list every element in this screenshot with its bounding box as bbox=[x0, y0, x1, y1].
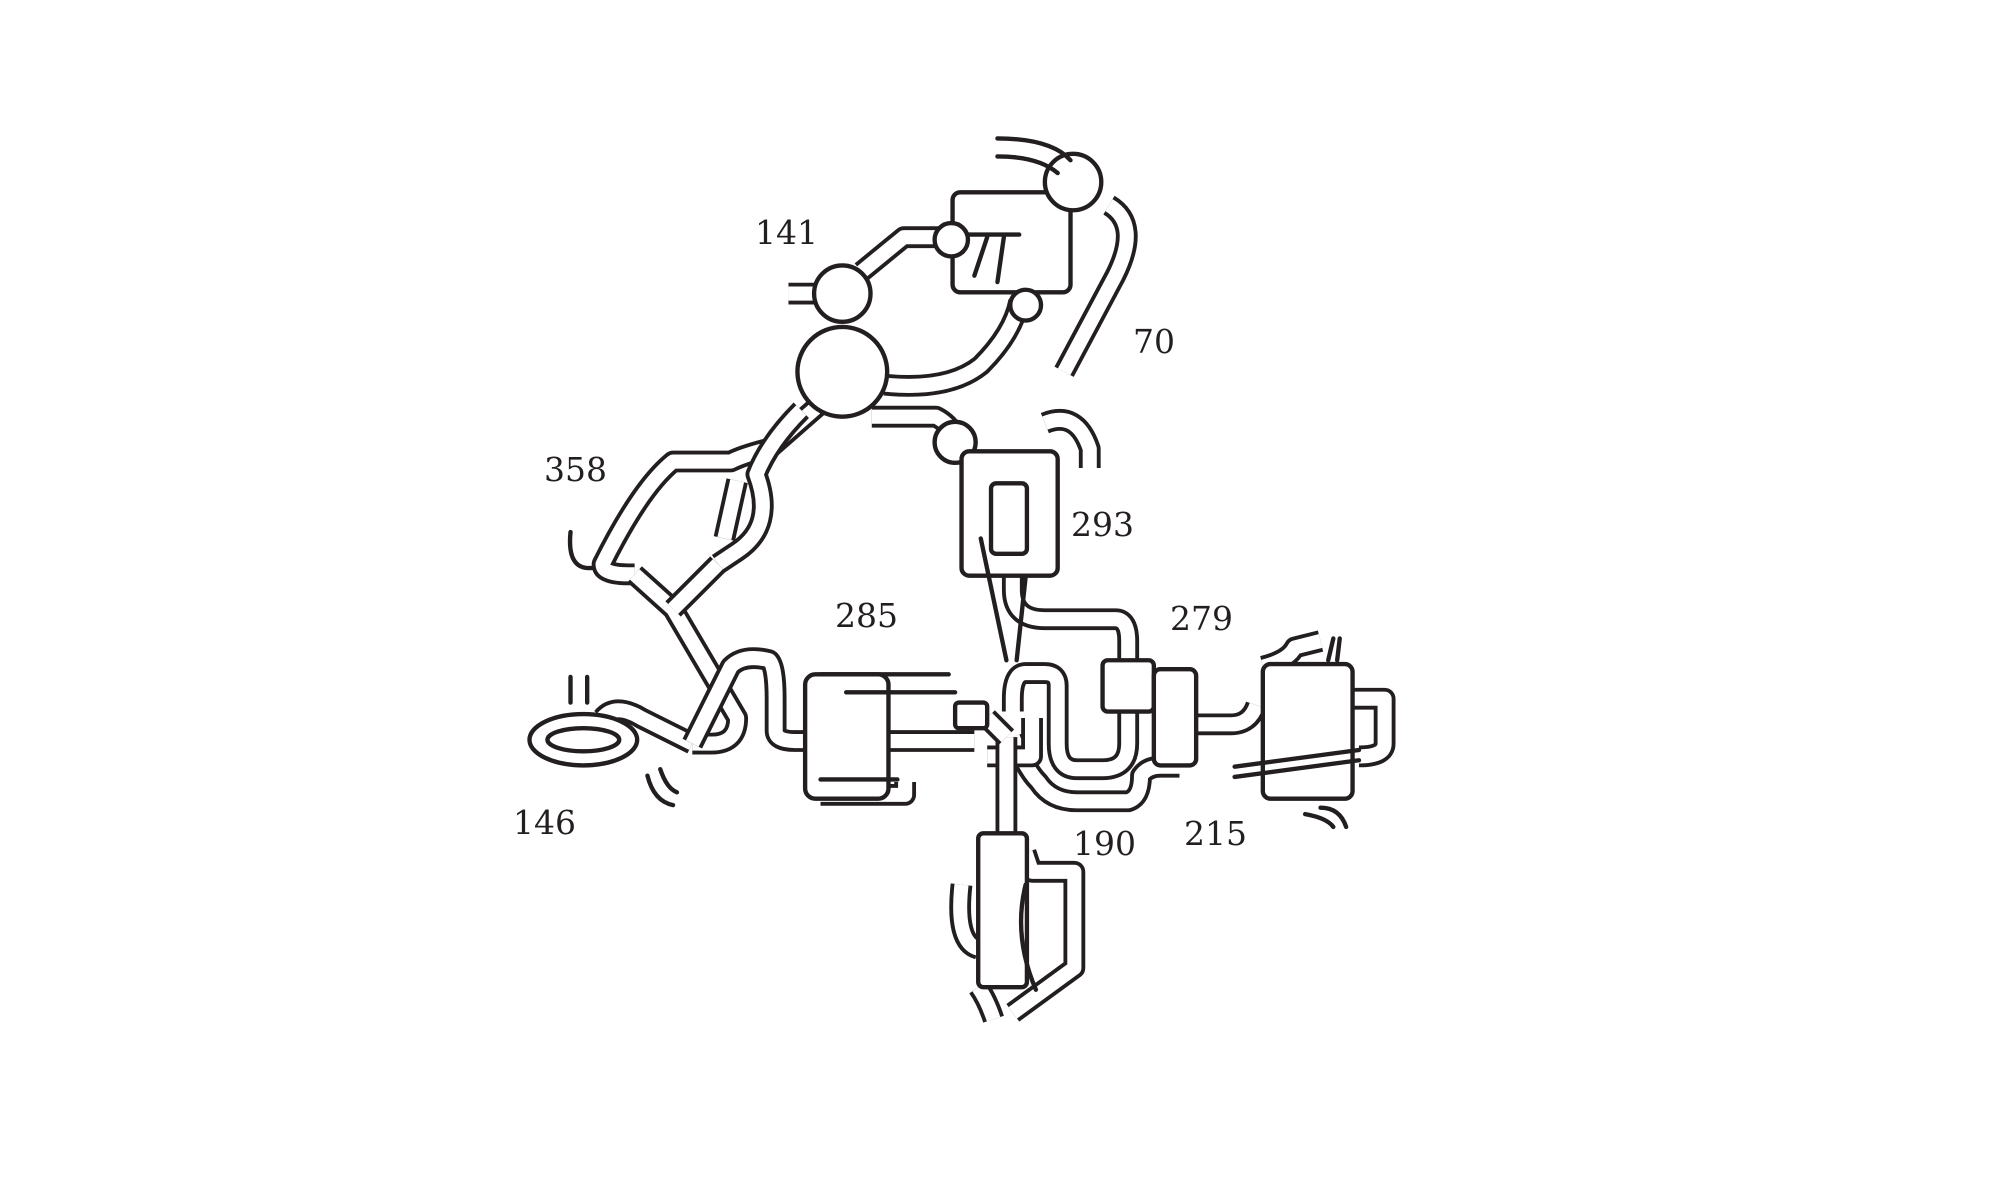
node-label-279: 279 bbox=[1170, 599, 1233, 638]
pipe-tube bbox=[714, 405, 807, 570]
node-label-285: 285 bbox=[835, 596, 898, 635]
pipe-tube bbox=[717, 479, 745, 540]
pipe-tube bbox=[1005, 666, 1136, 777]
pipe-tube bbox=[629, 569, 745, 751]
pipe-tube bbox=[953, 883, 981, 956]
node-label-293: 293 bbox=[1071, 505, 1134, 544]
node-label-358: 358 bbox=[544, 450, 607, 489]
pipe-tube bbox=[1006, 734, 1180, 809]
pipe-tube bbox=[883, 299, 1027, 393]
pipe-tube bbox=[1196, 702, 1264, 732]
node-label-70: 70 bbox=[1133, 322, 1175, 361]
node-label-190: 190 bbox=[1073, 824, 1136, 863]
pipe-tube bbox=[1042, 412, 1097, 468]
pipe-lines bbox=[567, 136, 1362, 992]
pipe-tube bbox=[1352, 691, 1392, 764]
pipe-tube bbox=[686, 651, 806, 749]
node-label-215: 215 bbox=[1184, 814, 1247, 853]
pipe-tube bbox=[1057, 199, 1134, 376]
pipe-tube bbox=[1008, 850, 1082, 1019]
pipe-tubes bbox=[591, 195, 1396, 1023]
pipe-tube bbox=[857, 230, 943, 278]
pipe-tube bbox=[972, 983, 1001, 1022]
pipe-shapes bbox=[527, 151, 1355, 990]
node-label-146: 146 bbox=[513, 803, 576, 842]
pipe-tube bbox=[668, 559, 723, 614]
node-label-141: 141 bbox=[755, 213, 818, 252]
pipe-tube bbox=[1005, 493, 1136, 661]
pipe-tube bbox=[595, 398, 826, 582]
